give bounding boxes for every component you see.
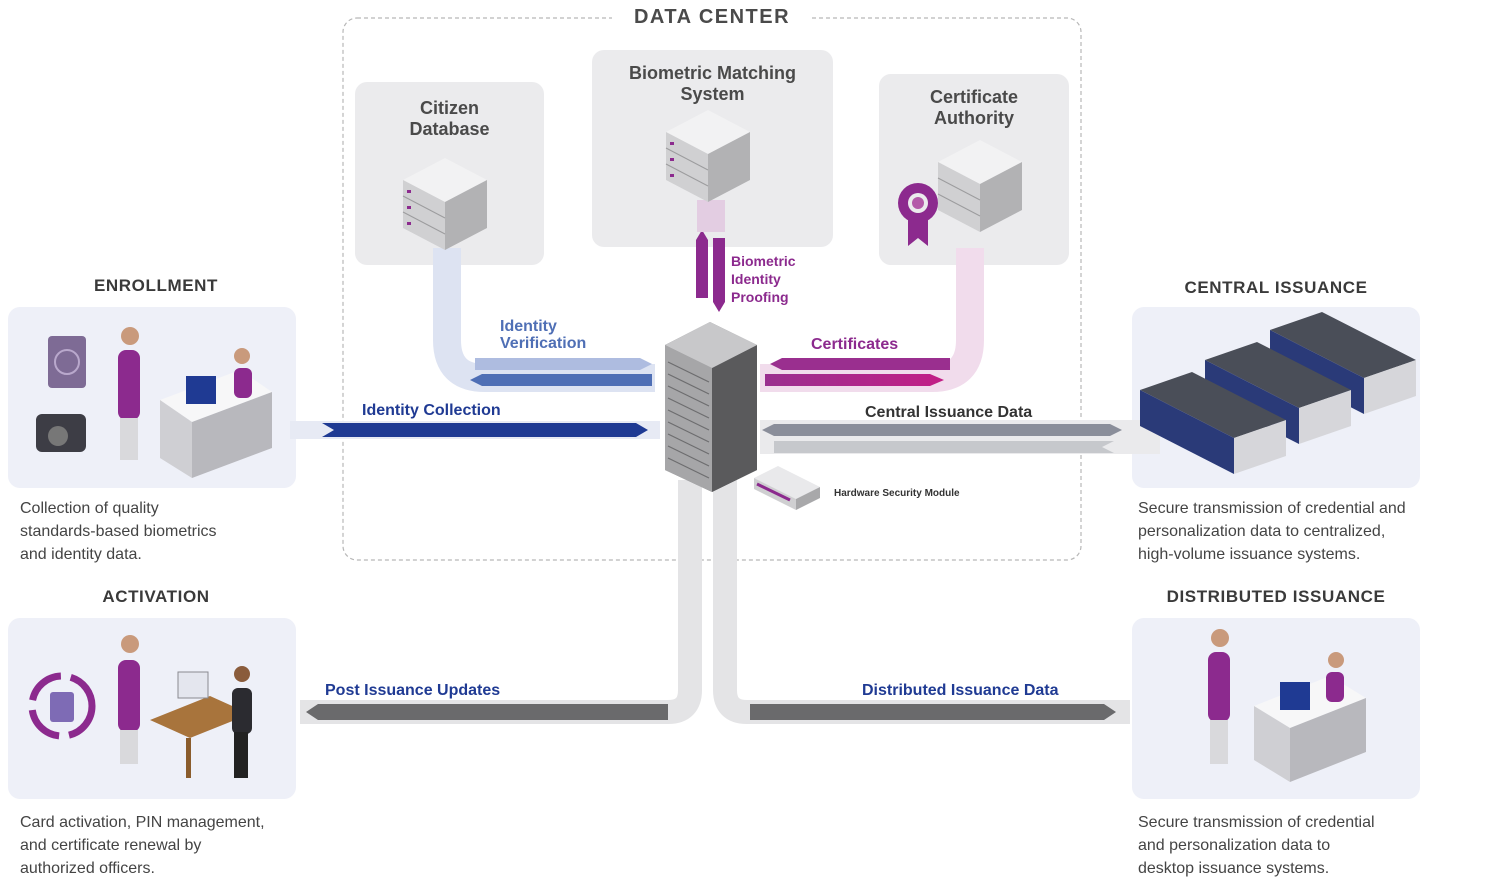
certificate-authority-server-icon — [937, 140, 1022, 232]
fingerprint-scanner-icon — [48, 336, 86, 388]
post-issuance-arrow — [306, 704, 668, 720]
central-issuance-title: CENTRAL ISSUANCE — [1184, 278, 1368, 297]
main-server-rack-icon — [665, 322, 757, 492]
central-issuance-arrow-in — [774, 441, 1114, 453]
distributed-issuance-data-label: Distributed Issuance Data — [862, 682, 1059, 699]
identity-verification-arrow-out — [470, 374, 652, 386]
distributed-issuance-arrow — [750, 704, 1116, 720]
post-issuance-updates-label: Post Issuance Updates — [325, 682, 501, 699]
certificates-label: Certificates — [811, 336, 899, 353]
citizen-database-server-icon — [402, 158, 487, 250]
activation-illustration — [28, 635, 252, 778]
identity-collection-label: Identity Collection — [362, 402, 501, 419]
distributed-issuance-pipe — [713, 480, 1130, 724]
distributed-issuance-title: DISTRIBUTED ISSUANCE — [1166, 587, 1386, 606]
distributed-issuance-illustration — [1208, 629, 1366, 782]
biometric-identity-proofing-label: Biometric Identity Proofing — [731, 253, 796, 305]
biometric-arrow-up — [696, 230, 708, 298]
enrollment-description: Collection of quality standards-based bi… — [20, 500, 217, 563]
biometric-matching-server-icon — [665, 110, 750, 202]
identity-collection-arrow — [322, 423, 648, 437]
card-renewal-icon — [28, 672, 96, 740]
enrollment-illustration — [36, 327, 272, 478]
hardware-security-module-label: Hardware Security Module — [834, 488, 960, 499]
post-issuance-pipe — [300, 480, 702, 724]
central-issuance-description: Secure transmission of credential and pe… — [1138, 500, 1406, 563]
central-issuance-data-label: Central Issuance Data — [865, 404, 1033, 421]
certificates-arrow-out — [765, 374, 944, 386]
activation-panel — [8, 618, 296, 799]
certificates-arrow-in — [770, 358, 950, 370]
biometric-arrow-down — [713, 238, 725, 312]
identity-verification-label: Identity Verification — [500, 318, 587, 352]
enrollment-title: ENROLLMENT — [93, 276, 219, 295]
activation-title: ACTIVATION — [102, 587, 210, 606]
citizen-database-title: Citizen Database — [409, 98, 490, 139]
biometric-pipe-light — [697, 200, 725, 232]
identity-verification-arrow-in — [475, 358, 652, 370]
hardware-security-module-icon — [754, 466, 820, 510]
central-issuance-arrow-out — [762, 424, 1122, 436]
biometric-matching-title: Biometric Matching System — [628, 63, 797, 104]
data-center-title: DATA CENTER — [612, 6, 812, 29]
distributed-issuance-description: Secure transmission of credential and pe… — [1138, 814, 1375, 877]
data-center-boundary — [342, 17, 1082, 561]
central-issuance-illustration — [1140, 312, 1416, 474]
activation-description: Card activation, PIN management, and cer… — [20, 814, 265, 877]
certificate-authority-title: Certificate Authority — [929, 87, 1019, 128]
certificate-seal-icon — [898, 183, 938, 246]
